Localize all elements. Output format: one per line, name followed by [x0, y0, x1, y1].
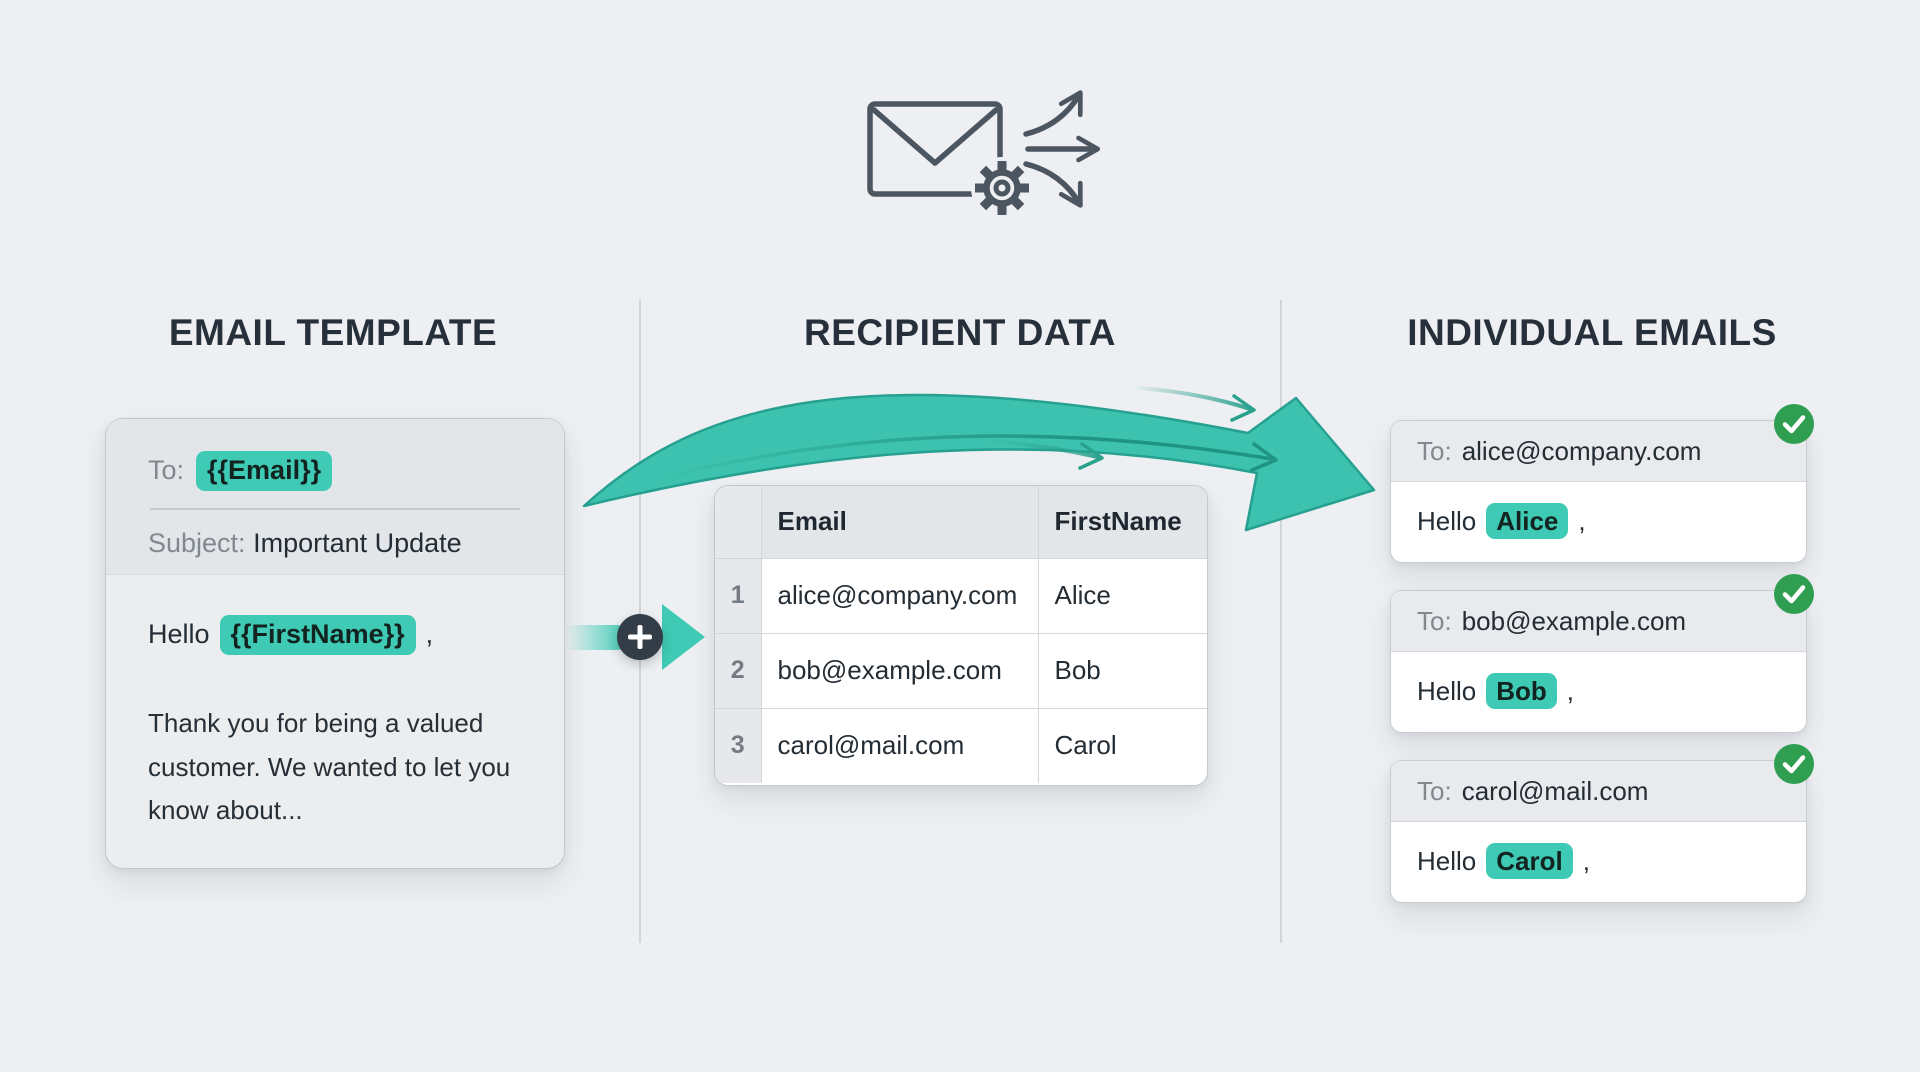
cell-row-number: 3 [715, 707, 762, 783]
mail-merge-icon [867, 90, 1101, 219]
greeting-suffix: , [1582, 845, 1590, 876]
cell-first-name: Carol [1037, 707, 1207, 783]
motion-arrow-upper [1136, 386, 1256, 422]
to-label: To: [1417, 435, 1452, 466]
email-card-carol: To: carol@mail.com Hello Carol , [1390, 744, 1814, 903]
table-header-row: Email FirstName [715, 486, 1207, 559]
greeting-suffix: , [1566, 675, 1575, 706]
greeting-prefix: Hello [148, 619, 210, 650]
gear-icon [971, 157, 1033, 219]
column-title-email-template: EMAIL TEMPLATE [168, 312, 498, 353]
template-body-text: Thank you for being a valued customer. W… [148, 708, 511, 826]
cell-email: carol@mail.com [760, 707, 1039, 783]
arrow-right-icon [662, 604, 705, 670]
merged-name-chip: Carol [1486, 842, 1573, 880]
check-icon [1774, 404, 1814, 444]
subject-label: Subject: [148, 528, 246, 558]
recipient-table: Email FirstName 1 alice@company.com Alic… [714, 485, 1208, 786]
email-template-card: To: {{Email}} Subject: Important Update … [105, 418, 565, 869]
greeting-prefix: Hello [1417, 505, 1477, 536]
envelope-icon [867, 101, 1003, 197]
column-header-firstname: FirstName [1037, 486, 1207, 559]
email-card-bob: To: bob@example.com Hello Bob , [1390, 574, 1814, 733]
to-address: carol@mail.com [1461, 775, 1649, 806]
email-card-header: To: bob@example.com [1391, 591, 1806, 652]
to-label: To: [148, 455, 185, 486]
email-card-header: To: carol@mail.com [1391, 761, 1806, 822]
greeting-prefix: Hello [1417, 675, 1477, 706]
motion-arrow-lower [989, 439, 1104, 470]
to-label: To: [1417, 605, 1452, 636]
header-divider [150, 508, 520, 510]
merged-name-chip: Alice [1486, 502, 1569, 540]
column-title-recipient-data: RECIPIENT DATA [804, 312, 1116, 353]
subject-value: Important Update [253, 528, 462, 558]
column-divider-right [1280, 300, 1282, 943]
arrow-down-icon [1023, 161, 1083, 208]
table-row: 1 alice@company.com Alice [715, 557, 1207, 634]
merge-connector-bar [566, 625, 622, 650]
check-icon [1774, 574, 1814, 614]
email-variable-chip: {{Email}} [196, 451, 333, 491]
cell-first-name: Alice [1037, 557, 1207, 634]
email-card-body: Hello Bob , [1391, 652, 1806, 730]
merged-name-chip: Bob [1486, 672, 1557, 710]
firstname-variable-chip: {{FirstName}} [219, 615, 416, 655]
cell-email: bob@example.com [760, 632, 1039, 709]
cell-email: alice@company.com [760, 557, 1039, 634]
to-address: alice@company.com [1461, 435, 1702, 466]
greeting-suffix: , [425, 619, 434, 650]
email-card-alice: To: alice@company.com Hello Alice , [1390, 404, 1814, 563]
check-icon [1774, 744, 1814, 784]
row-number-header [715, 486, 762, 559]
column-title-individual-emails: INDIVIDUAL EMAILS [1407, 312, 1777, 353]
email-card-body: Hello Carol , [1391, 822, 1806, 900]
email-card-body: Hello Alice , [1391, 482, 1806, 560]
table-row: 2 bob@example.com Bob [715, 632, 1207, 709]
template-header: To: {{Email}} Subject: Important Update [106, 419, 564, 575]
plus-icon [617, 614, 663, 660]
greeting-prefix: Hello [1417, 845, 1477, 876]
merge-plus-button [617, 614, 663, 660]
column-header-email: Email [760, 486, 1039, 559]
cell-first-name: Bob [1037, 632, 1207, 709]
to-address: bob@example.com [1461, 605, 1687, 636]
cell-row-number: 2 [715, 632, 762, 709]
arrow-up-icon [1023, 90, 1083, 137]
table-row: 3 carol@mail.com Carol [715, 707, 1207, 783]
email-card-header: To: alice@company.com [1391, 421, 1806, 482]
greeting-suffix: , [1578, 505, 1586, 536]
cell-row-number: 1 [715, 557, 762, 634]
to-label: To: [1417, 775, 1452, 806]
